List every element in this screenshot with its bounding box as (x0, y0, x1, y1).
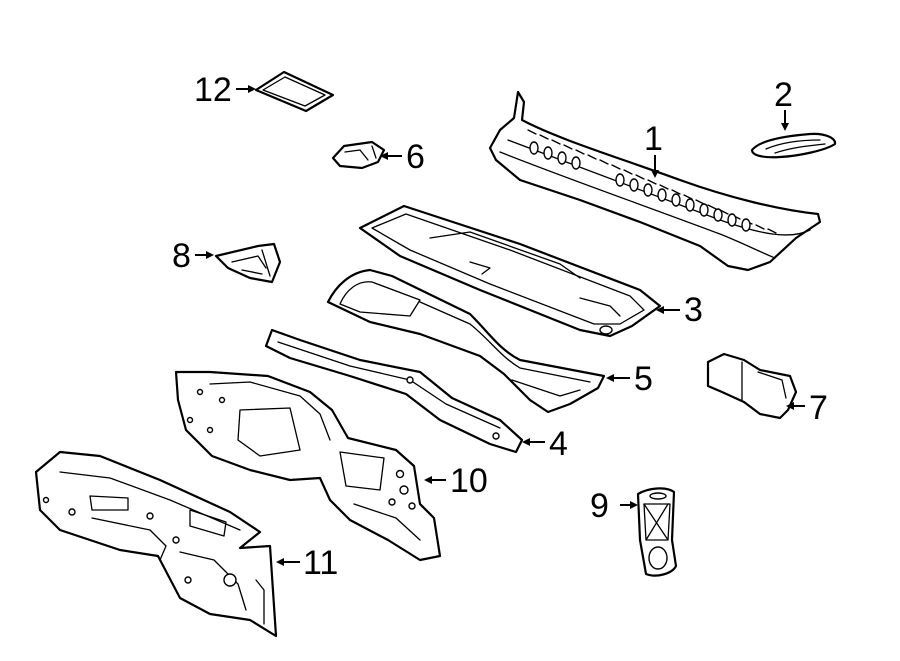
part-12-seal[interactable] (254, 70, 335, 113)
part-4-brace[interactable] (264, 328, 524, 454)
part-7-insulator[interactable] (706, 352, 798, 420)
part-2-grille[interactable] (750, 132, 837, 159)
callout-1: 1 (644, 120, 663, 158)
part-1-cowl-grille[interactable] (488, 90, 822, 272)
part-11-insulator[interactable] (34, 450, 278, 638)
callout-9: 9 (590, 487, 609, 525)
callout-5: 5 (634, 360, 653, 398)
callout-12: 12 (194, 71, 232, 109)
callout-6: 6 (406, 138, 425, 176)
part-5-inner-panel[interactable] (326, 268, 606, 414)
callout-labels: 12 2 1 6 8 3 5 7 4 10 9 11 (172, 71, 828, 582)
callout-8: 8 (172, 237, 191, 275)
callout-2: 2 (774, 76, 793, 114)
callout-11: 11 (303, 544, 338, 582)
leader-lines (195, 85, 805, 566)
part-6-bracket[interactable] (331, 140, 386, 170)
part-9-duct[interactable] (636, 487, 678, 577)
callout-4: 4 (549, 425, 568, 463)
callout-7: 7 (809, 389, 828, 427)
callout-3: 3 (684, 291, 703, 329)
callout-10: 10 (450, 462, 488, 500)
part-10-dash-panel[interactable] (174, 370, 442, 562)
part-3-cowl-panel[interactable] (358, 204, 662, 338)
part-8-bracket[interactable] (214, 242, 282, 284)
